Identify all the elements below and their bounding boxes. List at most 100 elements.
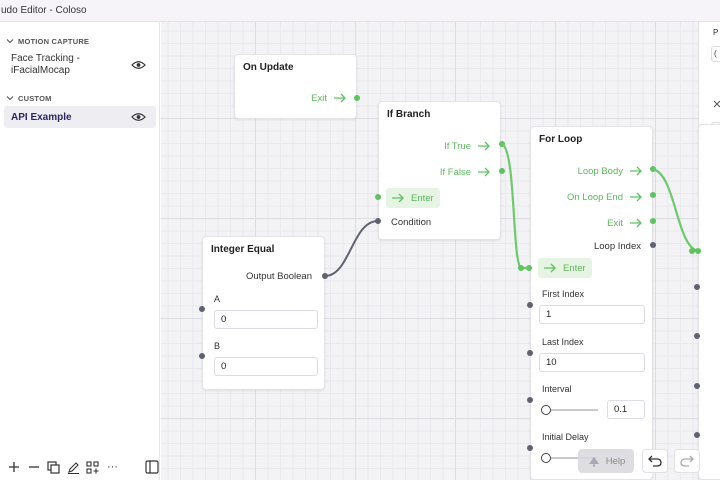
output-port-exit[interactable] — [650, 218, 656, 224]
input-b-value: 0 — [221, 361, 227, 372]
add-button[interactable] — [6, 459, 22, 475]
layer-item-face-tracking[interactable]: Face Tracking - iFacialMocap — [4, 51, 156, 79]
input-port[interactable] — [694, 432, 700, 438]
input-a-value: 0 — [221, 314, 227, 325]
node-if-branch[interactable]: If Branch If True If False Enter Conditi… — [378, 101, 501, 240]
undo-icon — [648, 455, 662, 467]
input-port-condition[interactable] — [375, 218, 381, 224]
section-label: CUSTOM — [18, 93, 52, 103]
port-label-exit: Exit — [607, 218, 623, 229]
add-group-button[interactable] — [85, 459, 101, 475]
exec-arrow-icon — [630, 218, 642, 228]
output-port-on-loop-end[interactable] — [650, 192, 656, 198]
input-port-initial-delay[interactable] — [527, 445, 533, 451]
exec-arrow-icon — [392, 193, 404, 203]
output-port-loop-index[interactable] — [650, 242, 656, 248]
input-port-interval[interactable] — [527, 397, 533, 403]
field-label-b: B — [214, 341, 221, 351]
sidebar-toggle-icon — [145, 460, 159, 474]
duplicate-button[interactable] — [45, 459, 61, 475]
window-title-bar: udo Editor - Coloso — [0, 0, 720, 22]
input-interval[interactable]: 0.1 — [607, 400, 645, 419]
input-port-first-index[interactable] — [527, 302, 533, 308]
layer-item-label: Face Tracking - — [11, 53, 80, 64]
initial-delay-slider-knob[interactable] — [541, 453, 551, 463]
node-title: Integer Equal — [211, 244, 275, 255]
port-label-if-true: If True — [444, 141, 471, 152]
plus-icon — [8, 462, 19, 472]
input-port-enter[interactable] — [375, 194, 381, 200]
input-last-index-value: 10 — [546, 357, 557, 368]
undo-button[interactable] — [642, 449, 668, 473]
duplicate-icon — [47, 460, 60, 474]
output-port-loop-body[interactable] — [650, 166, 656, 172]
node-on-update[interactable]: On Update Exit — [234, 54, 357, 119]
input-last-index[interactable]: 10 — [539, 353, 645, 372]
help-label: Help — [605, 455, 626, 467]
sidebar-toolbar: ··· — [0, 454, 160, 480]
port-label-on-loop-end: On Loop End — [567, 192, 623, 203]
node-integer-equal[interactable]: Integer Equal Output Boolean A 0 B 0 — [202, 236, 325, 390]
remove-button[interactable] — [26, 459, 42, 475]
redo-button[interactable] — [674, 449, 700, 473]
field-label-initial-delay: Initial Delay — [542, 432, 589, 442]
more-icon: ··· — [106, 461, 118, 473]
exec-arrow-icon — [478, 141, 490, 151]
output-port-if-false[interactable] — [499, 168, 505, 174]
layer-item-api-example[interactable]: API Example — [4, 106, 156, 128]
chevron-down-icon — [6, 39, 14, 44]
input-a[interactable]: 0 — [214, 310, 318, 329]
collapse-sidebar-button[interactable] — [144, 459, 160, 475]
exec-arrow-icon — [478, 167, 490, 177]
interval-slider-track[interactable] — [545, 409, 598, 411]
port-label-loop-body: Loop Body — [577, 166, 623, 177]
node-title: On Update — [243, 62, 294, 73]
panel-collapse-icon[interactable] — [713, 100, 720, 108]
port-label-exit: Exit — [311, 93, 327, 104]
help-icon — [588, 457, 599, 467]
output-port-boolean[interactable] — [322, 273, 328, 279]
input-port-enter[interactable] — [526, 265, 532, 271]
section-header-motion-capture[interactable]: MOTION CAPTURE — [6, 35, 89, 47]
eye-icon[interactable] — [131, 112, 146, 122]
layer-item-label: API Example — [11, 111, 72, 123]
panel-input[interactable]: ( — [711, 46, 720, 62]
port-label-loop-index: Loop Index — [593, 241, 641, 252]
exec-arrow-icon — [544, 263, 556, 273]
initial-delay-slider-track[interactable] — [545, 457, 598, 459]
input-port-b[interactable] — [199, 353, 205, 359]
input-port[interactable] — [694, 383, 700, 389]
exec-arrow-icon — [630, 192, 642, 202]
enter-port: Enter — [386, 188, 440, 208]
eye-icon[interactable] — [131, 60, 146, 70]
output-port-exit[interactable] — [354, 95, 360, 101]
chevron-down-icon — [6, 96, 14, 101]
node-for-loop[interactable]: For Loop Loop Body On Loop End Exit Loop… — [530, 126, 653, 480]
minus-icon — [28, 466, 39, 468]
input-first-index[interactable]: 1 — [539, 305, 645, 324]
more-options-button[interactable]: ··· — [105, 459, 121, 475]
input-port[interactable] — [694, 284, 700, 290]
input-first-index-value: 1 — [546, 309, 552, 320]
port-label-enter: Enter — [563, 262, 586, 274]
layer-item-label: iFacialMocap — [11, 65, 70, 76]
help-button[interactable]: Help — [578, 449, 634, 473]
field-label-interval: Interval — [542, 384, 572, 394]
panel-input-text: ( — [714, 49, 717, 58]
port-label-output-boolean: Output Boolean — [245, 271, 312, 282]
section-header-custom[interactable]: CUSTOM — [6, 92, 52, 104]
input-b[interactable]: 0 — [214, 357, 318, 376]
node-title: For Loop — [539, 134, 583, 145]
input-port[interactable] — [694, 333, 700, 339]
port-label-enter: Enter — [411, 192, 434, 204]
edit-button[interactable] — [65, 459, 81, 475]
input-port-a[interactable] — [199, 306, 205, 312]
partial-node[interactable] — [698, 124, 720, 480]
output-port-if-true[interactable] — [499, 141, 505, 147]
input-port-last-index[interactable] — [527, 350, 533, 356]
interval-slider-knob[interactable] — [541, 405, 551, 415]
redo-icon — [680, 455, 694, 467]
enter-port: Enter — [538, 258, 592, 278]
node-title: If Branch — [387, 109, 431, 120]
layers-sidebar: MOTION CAPTURE Face Tracking - iFacialMo… — [0, 22, 160, 480]
